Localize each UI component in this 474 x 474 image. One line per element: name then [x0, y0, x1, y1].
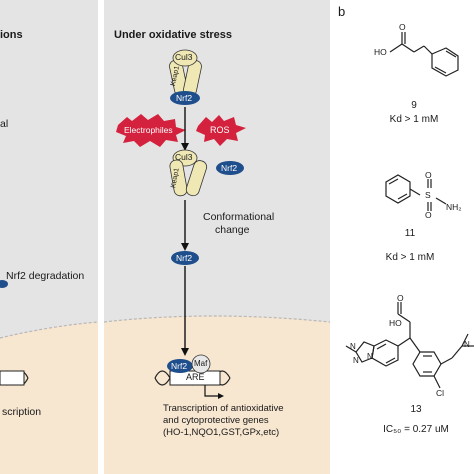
ros-label: ROS — [210, 125, 230, 135]
c13-atom-n2: N — [353, 356, 359, 365]
compound-11-number: 11 — [404, 228, 416, 239]
c13-atom-o: O — [397, 293, 404, 303]
nucleus-left — [0, 322, 98, 474]
compound-9-number: 9 — [411, 100, 417, 111]
c13-atom-ho: HO — [389, 318, 402, 328]
panel-b-letter: b — [338, 4, 346, 19]
c11-atom-nh2: NH₂ — [446, 202, 462, 212]
transcription-arrow — [204, 385, 220, 397]
cul3-label-top: Cul3 — [175, 52, 193, 62]
c9-atom-o: O — [399, 22, 406, 32]
nrf2-bound — [167, 359, 193, 373]
nuclear-membrane-left — [0, 321, 99, 339]
maf-label: Maf — [194, 359, 208, 368]
c11-atom-s: S — [425, 190, 431, 200]
nuclear-membrane-right — [103, 315, 331, 323]
compound-11-structure — [385, 174, 447, 211]
are-label: ARE — [186, 372, 205, 382]
compound-13-number: 13 — [410, 404, 422, 415]
c13-atom-n4: N — [464, 340, 470, 349]
compound-11-value: Kd > 1 mM — [385, 252, 435, 263]
nrf2-translocating — [171, 251, 199, 265]
keap1-cul3-nrf2-complex-top — [169, 49, 202, 105]
oxidative-stress-header: Under oxidative stress — [114, 29, 232, 41]
transcription-line2: and cytoprotective genes — [163, 415, 269, 426]
maf-protein — [191, 354, 211, 374]
left-panel-text-partial: al — [0, 118, 9, 130]
nrf2-label-top: Nrf2 — [176, 93, 193, 103]
conformational-change-line1: Conformational — [203, 211, 275, 223]
compound-13-value: IC₅₀ = 0.27 uM — [383, 424, 449, 435]
keap1-cul3-open-complex — [169, 149, 208, 197]
cul3-label-mid: Cul3 — [175, 152, 193, 162]
electrophiles-label: Electrophiles — [124, 125, 173, 135]
compound-9-structure — [389, 32, 459, 77]
nrf2-degradation-partial — [0, 280, 8, 288]
transcription-line1: Transcription of antioxidative — [163, 403, 284, 414]
compound-9-value: Kd > 1 mM — [389, 114, 439, 125]
nrf2-label-bound: Nrf2 — [171, 361, 188, 371]
c11-atom-o-top: O — [425, 170, 432, 180]
free-nrf2 — [216, 161, 244, 175]
left-transcription-partial: scription — [2, 406, 42, 418]
conformational-change-line2: change — [215, 224, 250, 236]
transcription-line3: (HO-1,NQO1,GST,GPx,etc) — [163, 427, 280, 438]
left-panel-header: ions — [0, 29, 23, 41]
compound-13-structure — [345, 302, 474, 389]
nrf2-degradation-label: Nrf2 degradation — [6, 270, 85, 282]
electrophiles-burst — [116, 114, 186, 147]
c9-atom-ho: HO — [374, 47, 387, 57]
c13-atom-n3: N — [367, 352, 373, 361]
c13-atom-n1: N — [350, 342, 356, 351]
c11-atom-o-bottom: O — [425, 210, 432, 220]
nrf2-label-translocating: Nrf2 — [176, 253, 193, 263]
nucleus-right — [104, 316, 330, 474]
nrf2-label-free: Nrf2 — [221, 163, 238, 173]
c13-atom-cl: Cl — [436, 388, 445, 398]
ros-burst — [196, 115, 246, 146]
